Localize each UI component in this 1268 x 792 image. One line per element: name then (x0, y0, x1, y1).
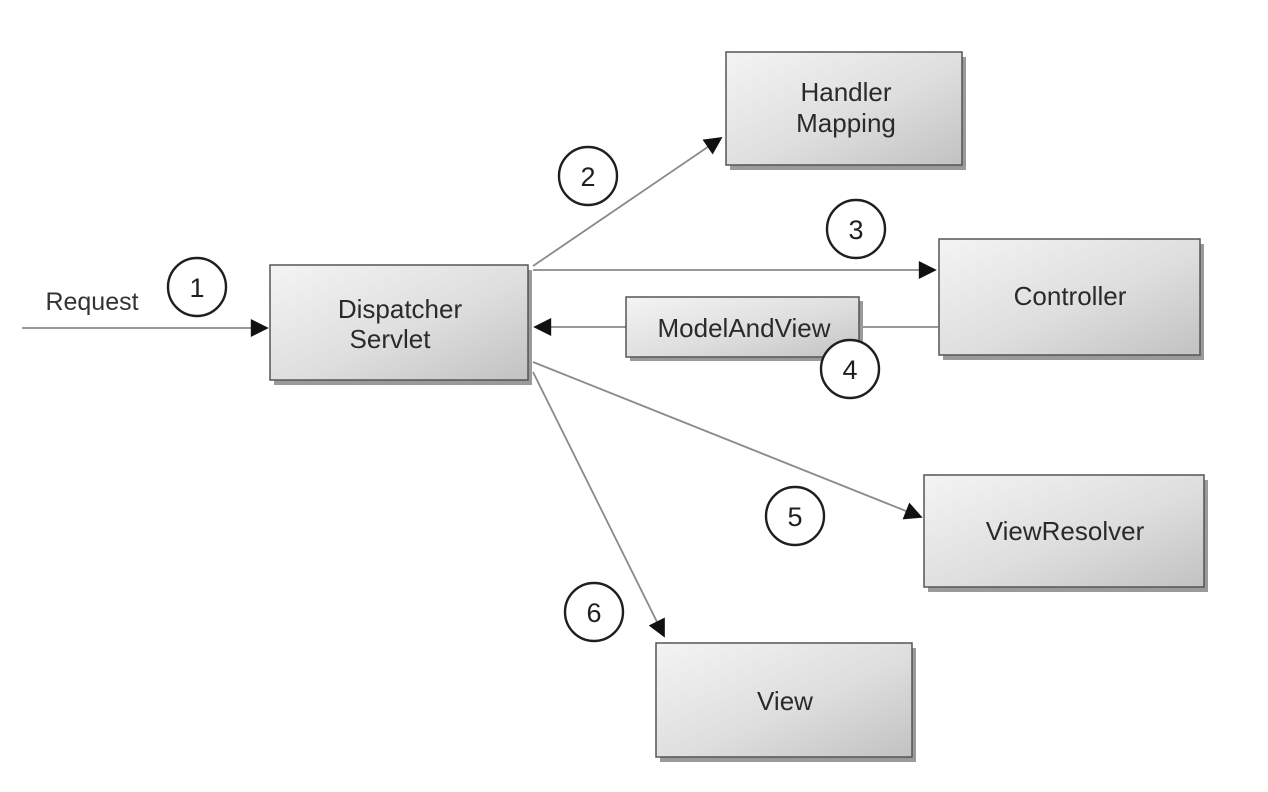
step-2-badge: 2 (557, 145, 619, 207)
arrow-dispatcher-to-viewresolver (532, 361, 923, 520)
step-5-badge: 5 (764, 485, 826, 547)
handler-mapping-box: Handler Mapping (725, 51, 966, 170)
view-resolver-box: ViewResolver (923, 474, 1208, 592)
controller-box: Controller (938, 238, 1204, 360)
step-4-number: 4 (842, 355, 857, 385)
step-6-badge: 6 (563, 581, 625, 643)
step-3-number: 3 (848, 215, 863, 245)
step-1-number: 1 (189, 273, 204, 303)
step-1-badge: 1 (166, 256, 228, 318)
controller-label: Controller (1014, 281, 1127, 311)
handler-mapping-label-line1: Handler (800, 77, 891, 107)
model-and-view-box: ModelAndView (625, 296, 863, 361)
step-5-number: 5 (787, 502, 802, 532)
step-2-number: 2 (580, 162, 595, 192)
view-label: View (757, 686, 813, 716)
dispatcher-servlet-box: Dispatcher Servlet (269, 264, 532, 385)
arrow-dispatcher-to-view (532, 371, 665, 638)
model-and-view-label: ModelAndView (658, 313, 831, 343)
handler-mapping-label-line2: Mapping (796, 108, 896, 138)
dispatcher-servlet-label-line2: Servlet (350, 324, 432, 354)
step-6-number: 6 (586, 598, 601, 628)
dispatcher-servlet-label-line1: Dispatcher (338, 294, 463, 324)
step-3-badge: 3 (825, 198, 887, 260)
view-box: View (655, 642, 916, 762)
request-label: Request (45, 288, 138, 316)
arrow-dispatcher-to-handler-mapping (532, 136, 723, 267)
view-resolver-label: ViewResolver (986, 516, 1145, 546)
step-4-badge: 4 (819, 338, 881, 400)
